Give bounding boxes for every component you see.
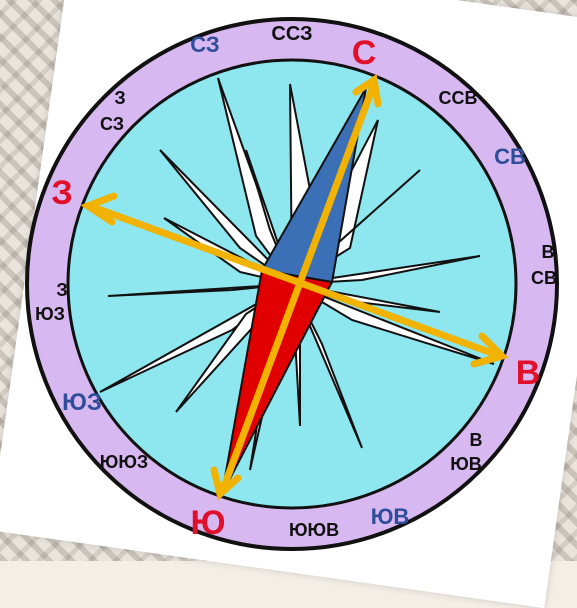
compass-diagram: С ССЗ СЗ З СЗ З З ЮЗ ЮЗ ЮЮЗ Ю ЮЮВ ЮВ В Ю… bbox=[0, 0, 577, 561]
label-nnw: ССЗ bbox=[271, 23, 312, 45]
label-n: С bbox=[352, 34, 377, 72]
label-ne: СВ bbox=[494, 144, 526, 169]
label-wnw-top: З bbox=[114, 88, 125, 108]
label-s: Ю bbox=[190, 504, 225, 542]
label-ene-bottom: СВ bbox=[531, 268, 557, 288]
label-ese-top: В bbox=[470, 430, 483, 450]
label-ssw: ЮЮЗ bbox=[100, 452, 148, 472]
label-wsw-top: З bbox=[56, 280, 67, 300]
label-wsw-bottom: ЮЗ bbox=[35, 304, 65, 324]
label-sw: ЮЗ bbox=[62, 389, 102, 416]
label-ese-bottom: ЮВ bbox=[450, 454, 482, 474]
label-se: ЮВ bbox=[371, 504, 410, 529]
label-nne: ССВ bbox=[439, 88, 478, 108]
label-w: З bbox=[51, 174, 72, 212]
label-e: В bbox=[516, 354, 541, 392]
label-ene-top: В bbox=[542, 242, 555, 262]
label-sse: ЮЮВ bbox=[289, 520, 339, 540]
label-nw: СЗ bbox=[190, 32, 219, 57]
label-wnw-bottom: СЗ bbox=[100, 114, 124, 134]
